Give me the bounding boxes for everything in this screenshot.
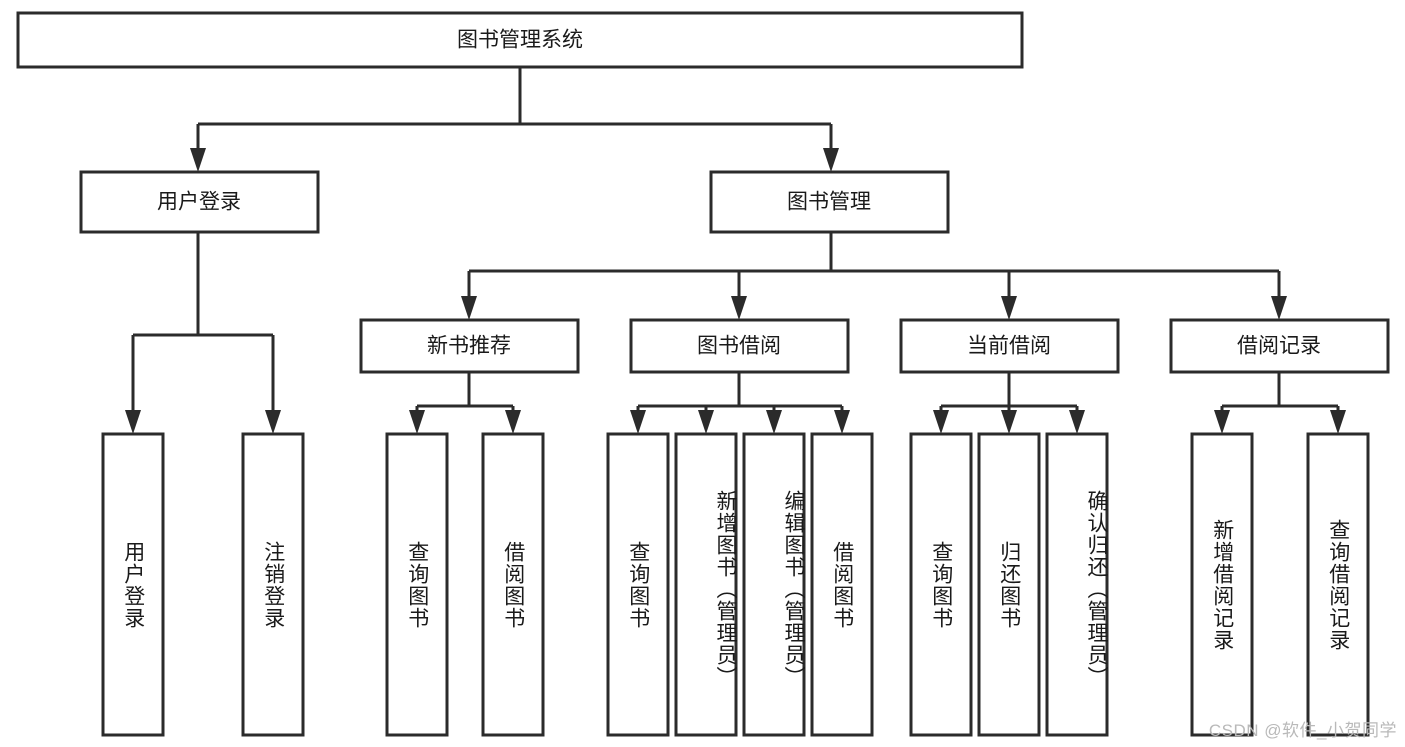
arrowhead-leaf-borrow-book-2 — [834, 410, 850, 434]
arrowhead-new-book-recommend — [461, 296, 477, 320]
arrowhead-leaf-return-book — [1001, 410, 1017, 434]
connector-bookborrow-to-leaves — [630, 372, 850, 434]
leaf-box-user-logout[interactable] — [241, 432, 305, 737]
arrowhead-leaf-add-book — [698, 410, 714, 434]
node-user-login-label: 用户登录 — [157, 191, 241, 214]
node-borrow-record[interactable]: 借阅记录 — [1169, 318, 1390, 374]
node-current-borrow[interactable]: 当前借阅 — [899, 318, 1120, 374]
arrowhead-leaf-query-book-2 — [630, 410, 646, 434]
arrowhead-borrow-record — [1271, 296, 1287, 320]
leaf-box-query-book-3[interactable] — [909, 432, 973, 737]
connector-root-to-level2 — [190, 67, 839, 172]
arrowhead-leaf-user-logout — [265, 410, 281, 434]
node-root-box[interactable] — [16, 11, 1024, 69]
node-book-borrow-box[interactable] — [629, 318, 850, 374]
connector-newbook-to-leaves — [409, 372, 521, 434]
arrowhead-current-borrow — [1001, 296, 1017, 320]
leaf-box-confirm-return[interactable] — [1045, 432, 1109, 737]
node-new-book-recommend-box[interactable] — [359, 318, 580, 374]
leaf-box-edit-book[interactable] — [742, 432, 806, 737]
connector-currentborrow-to-leaves — [933, 372, 1085, 434]
leaf-box-add-record[interactable] — [1190, 432, 1254, 737]
node-root[interactable]: 图书管理系统 — [16, 11, 1024, 69]
leaf-box-user-login[interactable] — [101, 432, 165, 737]
connector-bookmanage-to-level3 — [461, 232, 1287, 320]
arrowhead-leaf-edit-book — [766, 410, 782, 434]
csdn-watermark: CSDN @软件_小贺同学 — [1208, 721, 1397, 740]
node-current-borrow-box[interactable] — [899, 318, 1120, 374]
arrowhead-user-login — [190, 148, 206, 172]
arrowhead-leaf-query-book-3 — [933, 410, 949, 434]
node-book-manage-label: 图书管理 — [787, 191, 871, 214]
node-borrow-record-label: 借阅记录 — [1237, 335, 1321, 358]
connector-userlogin-to-leaves — [125, 232, 281, 434]
arrowhead-leaf-query-book-1 — [409, 410, 425, 434]
leaf-box-add-book[interactable] — [674, 432, 738, 737]
node-user-login-box[interactable] — [79, 170, 320, 234]
node-borrow-record-box[interactable] — [1169, 318, 1390, 374]
arrowhead-leaf-add-record — [1214, 410, 1230, 434]
leaf-box-query-book-2[interactable] — [606, 432, 670, 737]
node-book-borrow-label: 图书借阅 — [697, 335, 781, 358]
node-current-borrow-label: 当前借阅 — [967, 335, 1051, 358]
leaf-box-return-book[interactable] — [977, 432, 1041, 737]
leaf-box-borrow-book-1[interactable] — [481, 432, 545, 737]
arrowhead-leaf-borrow-book-1 — [505, 410, 521, 434]
node-book-borrow[interactable]: 图书借阅 — [629, 318, 850, 374]
node-root-label: 图书管理系统 — [457, 29, 583, 52]
arrowhead-leaf-user-login — [125, 410, 141, 434]
connector-borrowrecord-to-leaves — [1214, 372, 1346, 434]
node-user-login[interactable]: 用户登录 — [79, 170, 320, 234]
node-new-book-recommend-label: 新书推荐 — [427, 335, 511, 358]
arrowhead-book-manage — [823, 148, 839, 172]
node-book-manage-box[interactable] — [709, 170, 950, 234]
arrowhead-leaf-query-record — [1330, 410, 1346, 434]
leaf-box-borrow-book-2[interactable] — [810, 432, 874, 737]
node-book-manage[interactable]: 图书管理 — [709, 170, 950, 234]
leaf-box-query-record[interactable] — [1306, 432, 1370, 737]
node-new-book-recommend[interactable]: 新书推荐 — [359, 318, 580, 374]
arrowhead-book-borrow — [731, 296, 747, 320]
leaf-box-query-book-1[interactable] — [385, 432, 449, 737]
arrowhead-leaf-confirm-return — [1069, 410, 1085, 434]
